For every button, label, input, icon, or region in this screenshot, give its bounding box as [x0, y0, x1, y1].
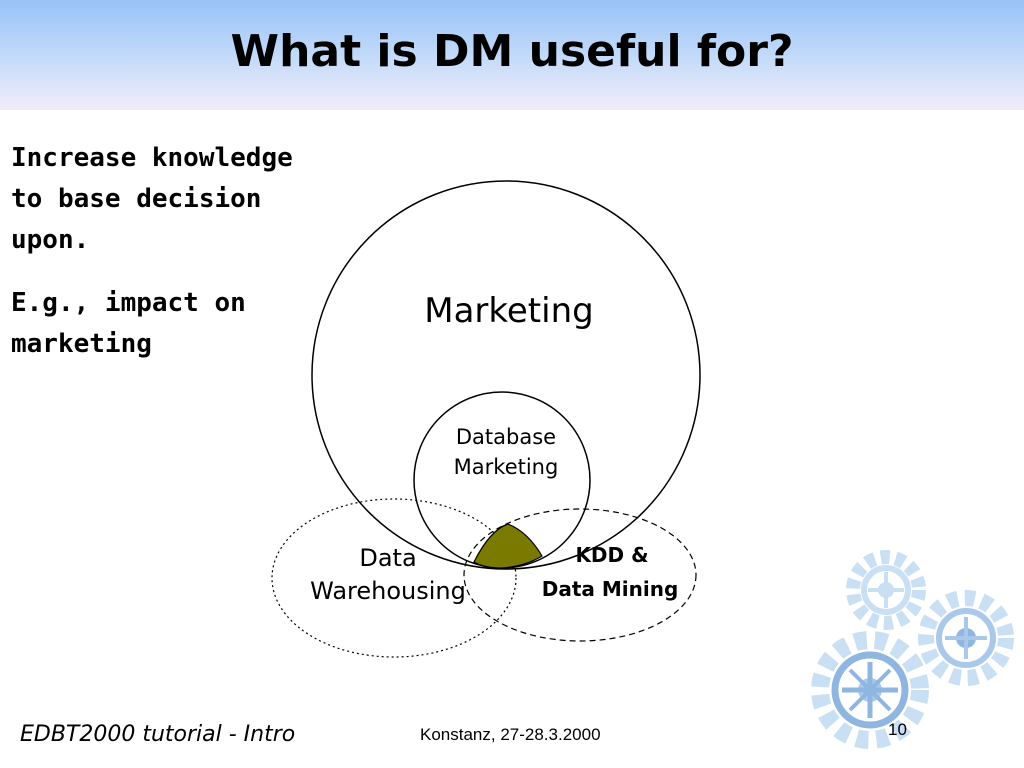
bullet-1: Increase knowledge to base decision upon… [11, 138, 351, 261]
data-warehousing-label-line-2: Warehousing [310, 577, 466, 605]
title-bar [0, 0, 1024, 110]
gear-large-icon [811, 631, 929, 749]
data-warehousing-ellipse [271, 498, 517, 658]
bullet-1-line-1: Increase knowledge [11, 143, 293, 173]
kdd-label-line-2: Data Mining [542, 577, 679, 601]
footer-location-date: Konstanz, 27-28.3.2000 [420, 725, 601, 744]
marketing-circle [311, 180, 701, 570]
gear-small-icon [846, 550, 926, 630]
database-marketing-label-line-2: Marketing [454, 455, 559, 479]
bullet-text: Increase knowledge to base decision upon… [11, 138, 351, 365]
slide-title: What is DM useful for? [230, 26, 794, 77]
page-number: 10 [888, 720, 907, 739]
kdd-data-mining-ellipse [463, 508, 697, 642]
marketing-label: Marketing [424, 291, 593, 331]
bullet-2: E.g., impact on marketing [11, 283, 351, 365]
bullet-1-line-3: upon. [11, 225, 90, 255]
kdd-label-line-1: KDD & [575, 543, 648, 567]
bullet-2-line-2: marketing [11, 329, 152, 359]
data-warehousing-label-line-1: Data [359, 544, 416, 572]
database-marketing-label-line-1: Database [456, 425, 556, 449]
intersection-region [473, 523, 543, 569]
bullet-2-line-1: E.g., impact on [11, 288, 246, 318]
bullet-1-line-2: to base decision [11, 184, 262, 214]
gears-decoration-icon [811, 550, 1014, 749]
gear-medium-icon [918, 590, 1014, 686]
footer-tutorial-name: EDBT2000 tutorial - Intro [20, 722, 296, 747]
